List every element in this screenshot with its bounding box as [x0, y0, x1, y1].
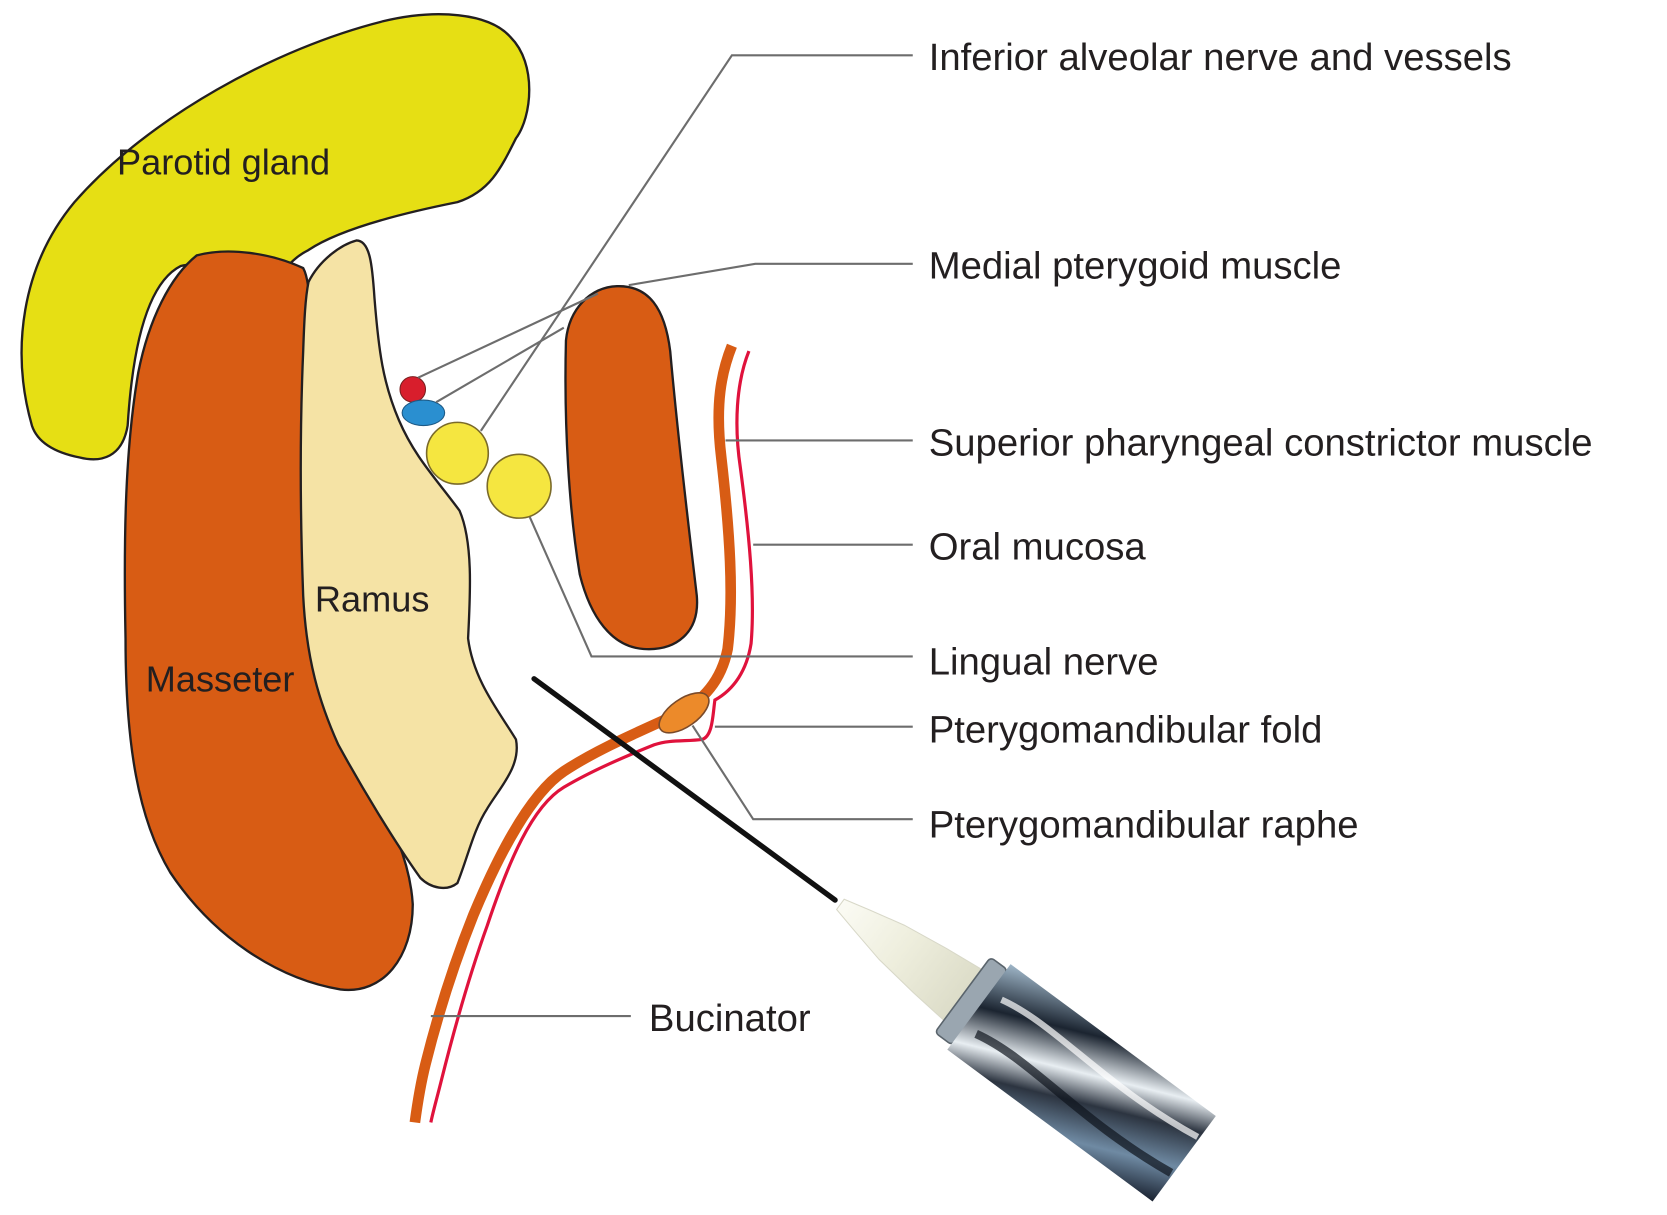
leader-inferior-alveolar-artery [417, 292, 599, 379]
label-bucinator: Bucinator [649, 997, 811, 1040]
leader-pterygomandibular-raphe [691, 725, 913, 821]
label-superior-pharyngeal-constrictor-muscle: Superior pharyngeal constrictor muscle [929, 421, 1593, 464]
inferior-alveolar-vein-shape [401, 399, 446, 427]
pterygomandibular-raphe-shape [658, 692, 710, 734]
syringe-barrel [947, 964, 1216, 1202]
leader-medial-pterygoid [628, 262, 913, 287]
ramus-shape [299, 239, 518, 890]
leader-lingual-nerve [528, 516, 913, 658]
label-masseter: Masseter [146, 659, 295, 700]
syringe [835, 898, 1216, 1202]
syringe-barrel-highlight [1000, 996, 1200, 1140]
parotid-gland-shape [20, 13, 531, 461]
label-ramus: Ramus [315, 579, 430, 620]
label-pterygomandibular-fold: Pterygomandibular fold [929, 709, 1323, 752]
label-pterygomandibular-raphe: Pterygomandibular raphe [929, 803, 1359, 846]
needle [531, 676, 838, 903]
oral-mucosa-line [429, 350, 755, 1123]
inferior-alveolar-nerve-shape [425, 421, 490, 485]
label-parotid-gland: Parotid gland [117, 141, 330, 182]
leader-inferior-alveolar [479, 54, 913, 432]
lingual-nerve-shape [486, 453, 552, 519]
medial-pterygoid-shape [564, 285, 699, 651]
label-oral-mucosa: Oral mucosa [929, 526, 1147, 569]
label-lingual-nerve: Lingual nerve [929, 641, 1159, 684]
label-inferior-alveolar-nerve-and-vessels: Inferior alveolar nerve and vessels [929, 36, 1512, 79]
label-medial-pterygoid-muscle: Medial pterygoid muscle [929, 245, 1342, 288]
syringe-barrel-shadow [974, 1030, 1174, 1177]
inferior-alveolar-artery-shape [399, 376, 427, 403]
leader-inferior-alveolar-vein [435, 326, 565, 404]
